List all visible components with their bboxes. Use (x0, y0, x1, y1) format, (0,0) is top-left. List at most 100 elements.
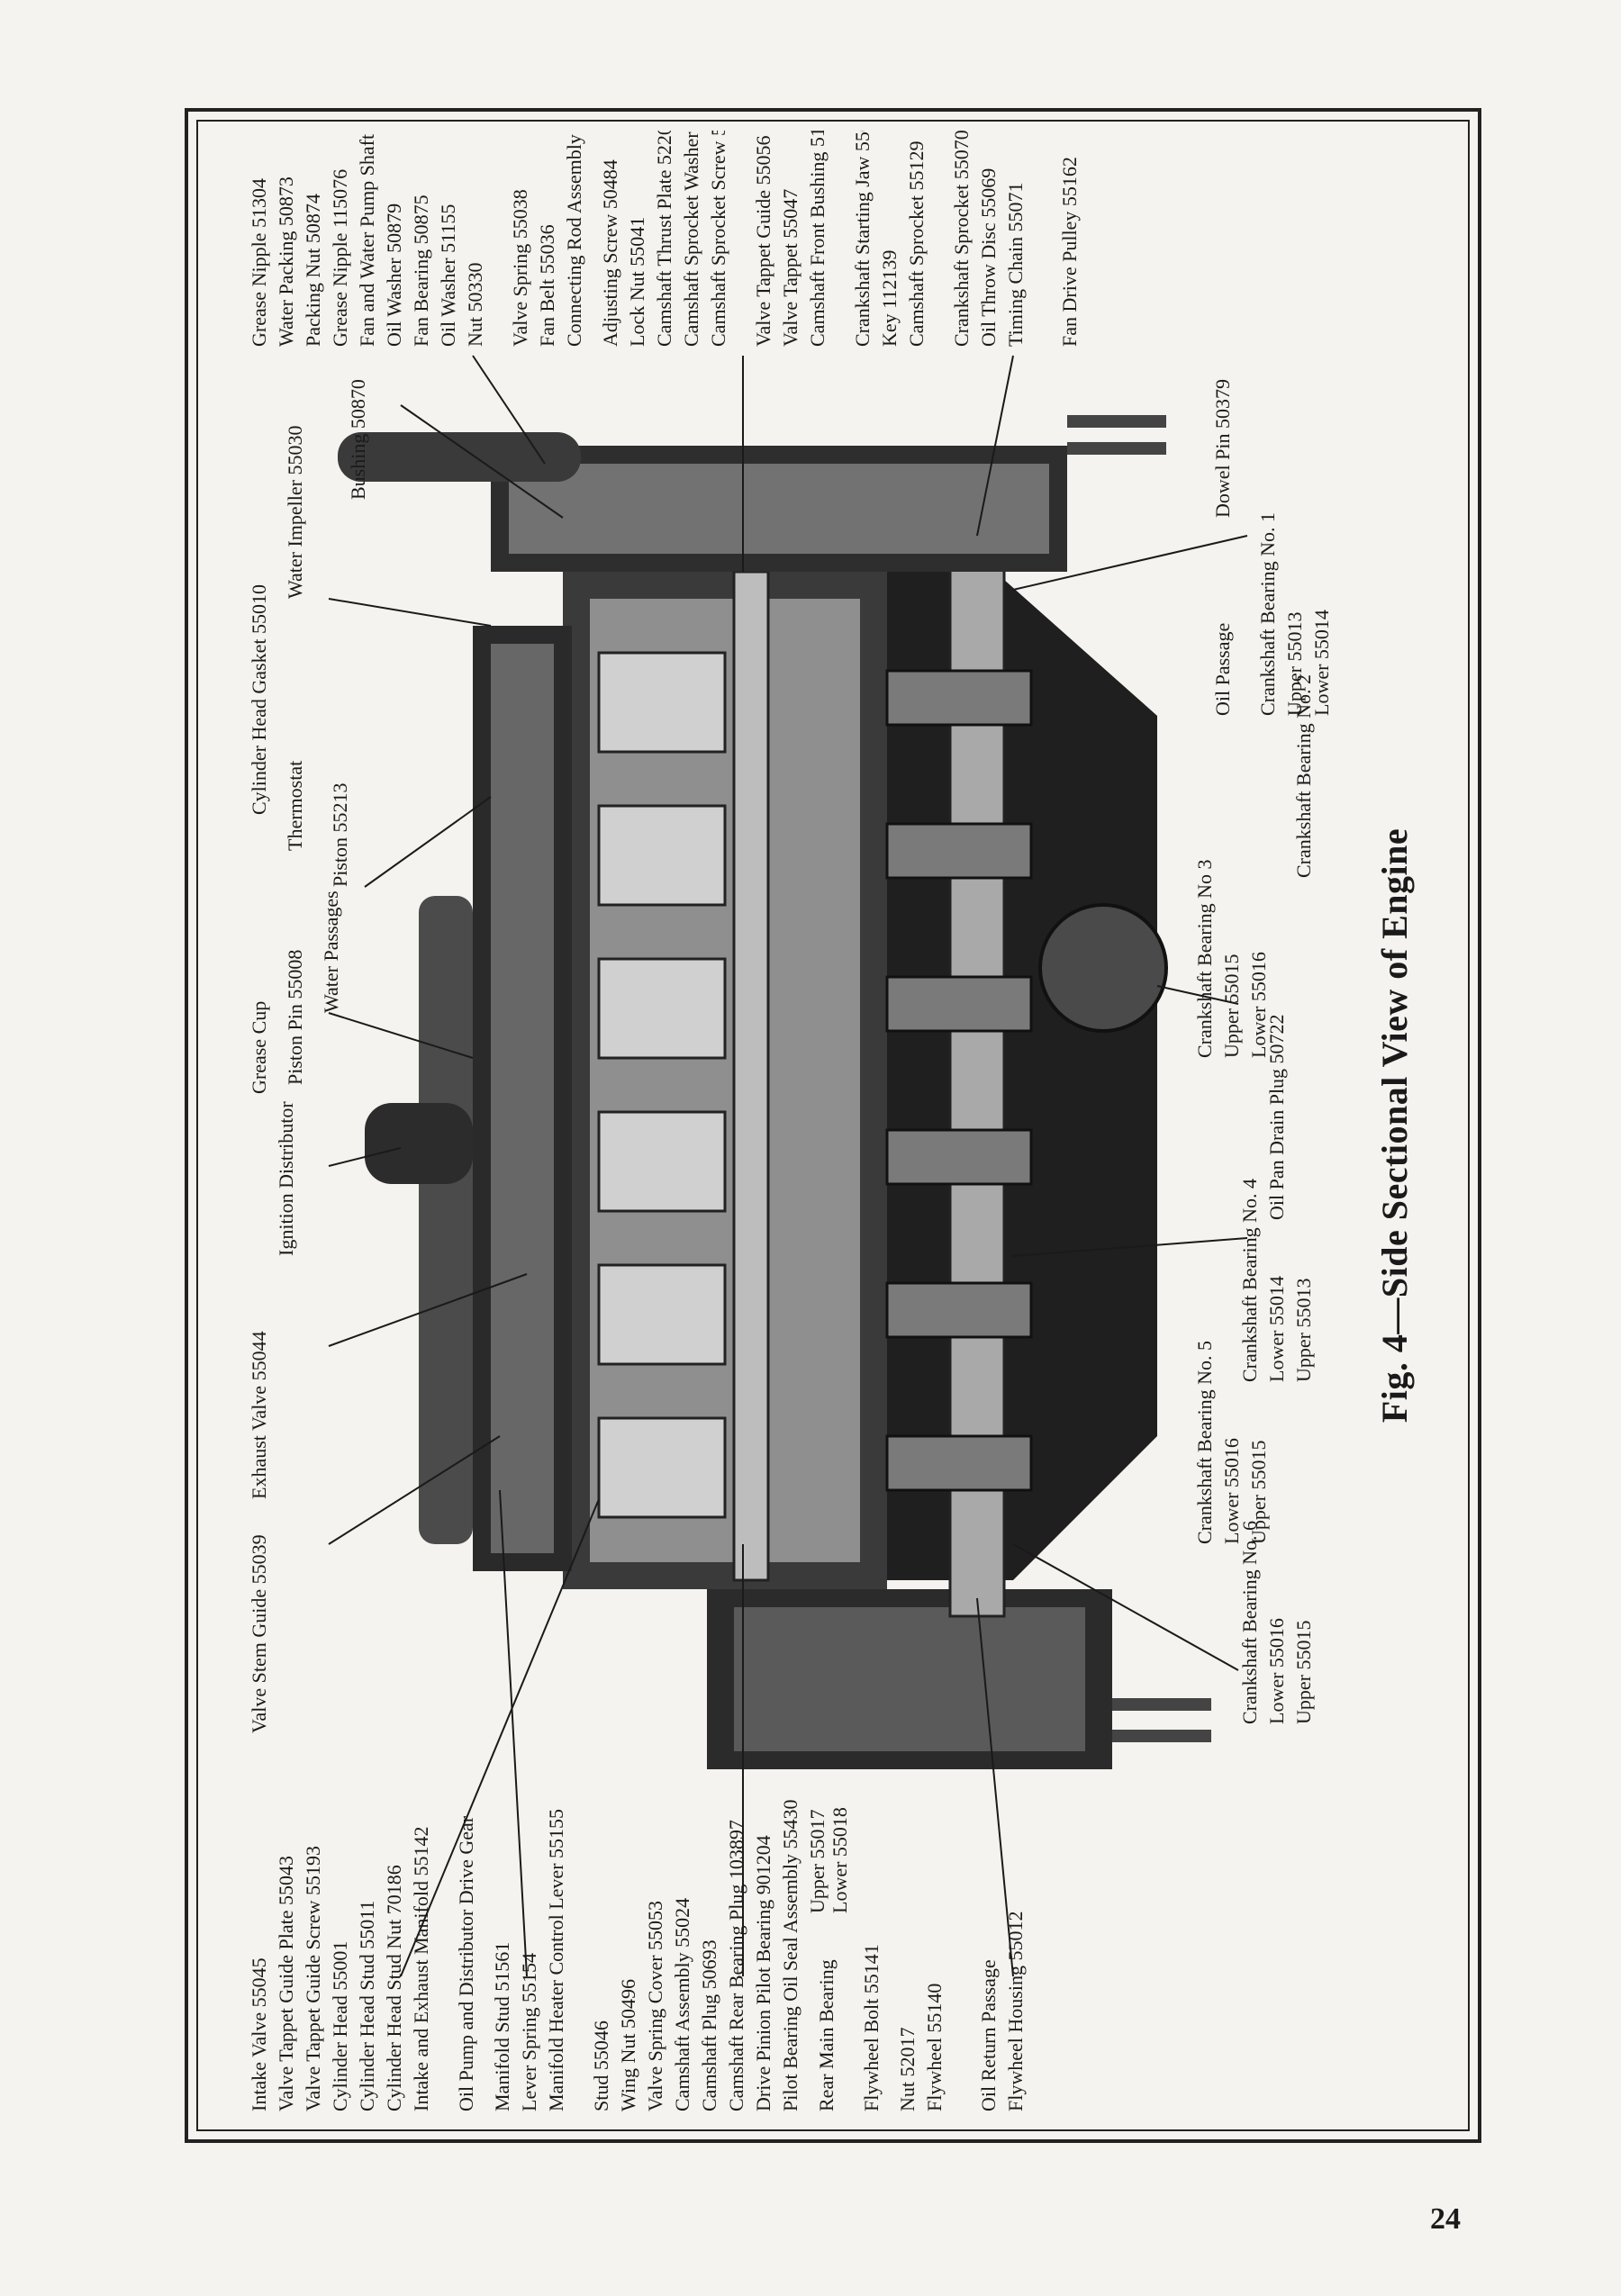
label-cylinder-head-stud-nut: Cylinder Head Stud Nut 70186 (383, 1865, 405, 2111)
label-wing-nut: Wing Nut 50496 (617, 1979, 639, 2111)
outer-border (185, 108, 1481, 2143)
manifold-shape (419, 896, 473, 1544)
left-edge-labels: Intake Valve 55045 Valve Tappet Guide Pl… (248, 1800, 1027, 2112)
label-valve-spring: Valve Spring 55038 (509, 189, 531, 347)
label-bearing-5-lower: Lower 55016 (1220, 1438, 1243, 1544)
label-lock-nut: Lock Nut 55041 (626, 217, 648, 347)
label-key: Key 112139 (878, 250, 901, 347)
label-bearing-4-upper: Upper 55013 (1292, 1279, 1315, 1382)
label-crankshaft-bearing-4: Crankshaft Bearing No. 4 (1238, 1179, 1261, 1382)
top-edge-labels: Valve Stem Guide 55039 Exhaust Valve 550… (248, 379, 369, 1733)
figure-plate: Valve Stem Guide 55039 Exhaust Valve 550… (248, 131, 1333, 2112)
label-crankshaft-starting-jaw: Crankshaft Starting Jaw 55067 (851, 131, 874, 347)
label-water-impeller: Water Impeller 55030 (284, 426, 306, 600)
piston-3-shape (597, 1110, 727, 1213)
label-valve-spring-cover: Valve Spring Cover 55053 (644, 1901, 666, 2111)
label-grease-nipple-115076: Grease Nipple 115076 (329, 169, 351, 347)
label-rear-main-lower: Lower 55018 (829, 1807, 851, 1913)
label-intake-exhaust-manifold: Intake and Exhaust Manifold 55142 (410, 1827, 432, 2112)
label-fan-bearing: Fan Bearing 50875 (410, 194, 432, 347)
piston-6-shape (597, 651, 727, 754)
label-bearing-6-lower: Lower 55016 (1265, 1618, 1288, 1724)
label-fan-belt: Fan Belt 55036 (536, 224, 558, 347)
label-crankshaft-sprocket: Crankshaft Sprocket 55070 (950, 131, 973, 347)
label-dowel-pin: Dowel Pin 50379 (1211, 379, 1234, 518)
vibration-damper-shape (1038, 903, 1168, 1033)
label-bearing-5-upper: Upper 55015 (1247, 1441, 1270, 1544)
label-crankshaft-bearing-2: Crankshaft Bearing No. 2 (1292, 674, 1315, 878)
label-fan-water-pump-shaft: Fan and Water Pump Shaft 55031 (356, 131, 378, 347)
label-crankshaft-bearing-6: Crankshaft Bearing No. 6 (1238, 1521, 1261, 1724)
label-adjusting-screw: Adjusting Screw 50484 (599, 159, 621, 347)
engine-cutaway-illustration (338, 415, 1211, 1769)
label-pilot-bearing-oil-seal: Pilot Bearing Oil Seal Assembly 55430 (779, 1800, 801, 2112)
fan-blade-shape (338, 432, 581, 482)
label-cylinder-head-gasket: Cylinder Head Gasket 55010 (248, 584, 270, 815)
label-connecting-rod-assembly: Connecting Rod Assembly 55006 (563, 131, 585, 347)
front-stud-shape (1067, 415, 1166, 428)
front-stud-shape (1067, 442, 1166, 455)
label-oil-throw-disc: Oil Throw Disc 55069 (977, 168, 1000, 347)
flywheel-shape (734, 1607, 1085, 1751)
label-flywheel-bolt: Flywheel Bolt 55141 (860, 1944, 883, 2111)
piston-2-shape (597, 1263, 727, 1366)
label-water-passages: Water Passages (320, 890, 342, 1013)
right-edge-labels: Grease Nipple 51304 Water Packing 50873 … (248, 131, 1081, 347)
label-drive-pinion-pilot-bearing: Drive Pinion Pilot Bearing 901204 (752, 1835, 774, 2111)
leader-lines (328, 355, 1248, 1977)
label-oil-pan-drain-plug: Oil Pan Drain Plug 50722 (1265, 1014, 1288, 1220)
label-bearing-3-upper: Upper 55015 (1220, 954, 1243, 1058)
inner-border (196, 120, 1470, 2131)
label-crankshaft-bearing-1: Crankshaft Bearing No. 1 (1256, 512, 1279, 716)
label-grease-cup: Grease Cup (248, 1001, 270, 1094)
crank-throw-1 (885, 1434, 1033, 1492)
page-number: 24 (1430, 2202, 1461, 2236)
flywheel-stud-shape (1112, 1698, 1211, 1711)
label-packing-nut: Packing Nut 50874 (302, 194, 324, 347)
label-fan-drive-pulley: Fan Drive Pulley 55162 (1058, 157, 1081, 347)
label-camshaft-sprocket: Camshaft Sprocket 55129 (905, 140, 928, 347)
label-exhaust-valve: Exhaust Valve 55044 (248, 1331, 270, 1499)
crank-throw-4 (885, 975, 1033, 1033)
label-manifold-stud: Manifold Stud 51561 (491, 1942, 513, 2111)
label-oil-return-passage: Oil Return Passage (977, 1959, 1000, 2111)
cylinder-head-face (491, 644, 554, 1553)
label-thermostat: Thermostat (284, 761, 306, 851)
label-valve-tappet-guide: Valve Tappet Guide 55056 (752, 135, 774, 347)
figure-caption: Fig. 4—Side Sectional View of Engine (1374, 827, 1415, 1424)
label-ignition-distributor: Ignition Distributor (275, 1101, 297, 1256)
label-bearing-6-upper: Upper 55015 (1292, 1621, 1315, 1724)
label-oil-passage: Oil Passage (1211, 623, 1234, 716)
label-piston-pin: Piston Pin 55008 (284, 950, 306, 1085)
label-camshaft-plug: Camshaft Plug 50693 (698, 1939, 720, 2111)
label-bearing-3-lower: Lower 55016 (1247, 952, 1270, 1058)
label-water-packing: Water Packing 50873 (275, 176, 297, 347)
label-oil-washer-51155: Oil Washer 51155 (437, 204, 459, 347)
label-bearing-1-lower: Lower 55014 (1310, 610, 1333, 716)
label-valve-tappet-guide-screw: Valve Tappet Guide Screw 55193 (302, 1846, 324, 2111)
label-rear-main-upper: Upper 55017 (806, 1810, 829, 1913)
label-camshaft-thrust-plate: Camshaft Thrust Plate 52201 (653, 131, 675, 347)
rotated-figure: Valve Stem Guide 55039 Exhaust Valve 550… (203, 131, 1459, 2120)
label-camshaft-rear-bearing-plug: Camshaft Rear Bearing Plug 103897 (725, 1820, 747, 2111)
label-camshaft-front-bushing: Camshaft Front Bushing 51076 (806, 131, 829, 347)
label-cylinder-head: Cylinder Head 55001 (329, 1941, 351, 2111)
label-camshaft-sprocket-screw: Camshaft Sprocket Screw 53343 (707, 131, 729, 347)
label-nut-50330: Nut 50330 (464, 263, 486, 348)
label-nut-52017: Nut 52017 (896, 2028, 919, 2112)
label-camshaft-assembly: Camshaft Assembly 55024 (671, 1898, 693, 2111)
label-valve-stem-guide: Valve Stem Guide 55039 (248, 1534, 270, 1733)
label-flywheel-housing: Flywheel Housing 55012 (1004, 1912, 1027, 2111)
piston-5-shape (597, 804, 727, 907)
label-valve-tappet-guide-plate: Valve Tappet Guide Plate 55043 (275, 1856, 297, 2111)
label-piston: Piston 55213 (329, 782, 351, 887)
label-bushing: Bushing 50870 (347, 379, 369, 500)
label-timing-chain: Timing Chain 55071 (1004, 182, 1027, 347)
label-cylinder-head-stud: Cylinder Head Stud 55011 (356, 1901, 378, 2111)
label-crankshaft-bearing-5: Crankshaft Bearing No. 5 (1193, 1341, 1216, 1544)
label-camshaft-sprocket-washer: Camshaft Sprocket Washer 50072 (680, 131, 702, 347)
piston-4-shape (597, 957, 727, 1060)
label-bearing-1-upper: Upper 55013 (1283, 612, 1306, 716)
label-intake-valve: Intake Valve 55045 (248, 1957, 270, 2111)
label-grease-nipple-51304: Grease Nipple 51304 (248, 178, 270, 347)
